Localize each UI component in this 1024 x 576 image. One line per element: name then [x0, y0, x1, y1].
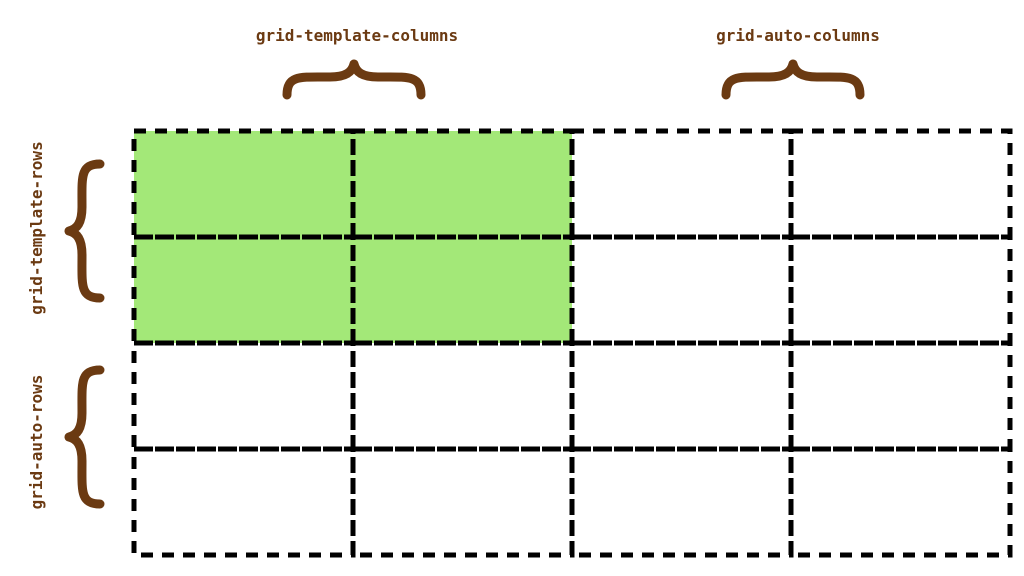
explicit-grid-cell [131, 234, 356, 346]
auto-rows-label: grid-auto-rows [27, 375, 46, 510]
explicit-grid-cell [350, 234, 575, 346]
template-columns-brace [282, 59, 426, 100]
implicit-grid-cell [350, 446, 575, 558]
implicit-grid-cell [131, 340, 356, 452]
implicit-grid-cell [788, 446, 1013, 558]
explicit-grid-cell [131, 128, 356, 240]
implicit-grid-cell [131, 446, 356, 558]
implicit-grid-cell [788, 234, 1013, 346]
implicit-grid-cell [569, 234, 794, 346]
implicit-grid-cell [788, 340, 1013, 452]
implicit-grid-cell [350, 340, 575, 452]
auto-columns-brace [721, 59, 865, 100]
implicit-grid-cell [569, 446, 794, 558]
template-columns-label: grid-template-columns [256, 26, 458, 45]
template-rows-brace [64, 159, 105, 303]
grid-lines [131, 128, 1013, 558]
implicit-grid-cell [788, 128, 1013, 240]
auto-rows-brace [64, 365, 105, 509]
explicit-grid-cell [350, 128, 575, 240]
implicit-grid-cell [569, 128, 794, 240]
template-rows-label: grid-template-rows [27, 141, 46, 314]
auto-columns-label: grid-auto-columns [716, 26, 880, 45]
implicit-grid-cell [569, 340, 794, 452]
